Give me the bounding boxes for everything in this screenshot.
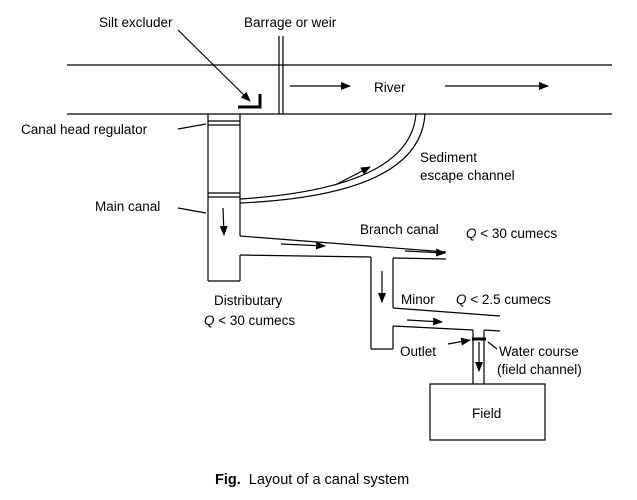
silt-excluder-label: Silt excluder [99,15,173,30]
field-label: Field [472,406,501,421]
minor-canal-horizontal [392,307,501,332]
minor-discharge-label: Q < 2.5 cumecs [456,292,551,307]
water-course-pointer [487,341,498,350]
branch-discharge-label: Q < 30 cumecs [466,226,557,241]
outlet-label: Outlet [400,344,436,359]
barrage-label: Barrage or weir [244,15,337,30]
silt-excluder-shape [238,94,262,109]
outlet-pointer [447,337,471,346]
branch-q-text: < 30 cumecs [477,226,558,241]
water-course-label-line1: Water course [499,344,579,359]
branch-canal-label: Branch canal [360,222,439,237]
sediment-flow-arrow [334,166,371,186]
minor-canal-vertical [370,257,394,350]
river-label: River [374,80,406,95]
sediment-label-line2: escape channel [420,168,515,183]
distributary-label: Distributary [214,293,283,308]
canal-head-regulator-label: Canal head regulator [21,122,148,137]
sediment-channel-outer [239,113,426,204]
branch-canal [239,235,447,260]
sediment-label-line1: Sediment [420,150,477,165]
minor-q-symbol: Q [456,292,467,307]
branch-flow-arrow-right [404,248,446,257]
sediment-channel-inner [239,113,417,200]
field-box [429,383,546,441]
canal-head-regulator [208,120,240,198]
distributary-discharge-label: Q < 30 cumecs [204,313,295,328]
minor-label: Minor [401,292,435,307]
minor-q-text: < 2.5 cumecs [467,292,552,307]
distributary-q-symbol: Q [204,313,215,328]
main-canal-label: Main canal [95,199,160,214]
figure-caption: Fig. Layout of a canal system [215,472,409,488]
branch-flow-arrow-left [280,241,326,250]
water-course-label-line2: (field channel) [497,362,582,377]
caption-prefix: Fig. [215,472,241,488]
silt-excluder-pointer [177,29,251,102]
barrage-weir [278,36,284,114]
head-regulator-pointer [177,123,207,130]
water-course [472,330,485,384]
main-canal-pointer [177,207,207,214]
main-canal-flow-arrow [219,207,228,236]
distributary-q-text: < 30 cumecs [215,313,296,328]
main-canal [207,114,241,282]
branch-q-symbol: Q [466,226,477,241]
caption-text: Layout of a canal system [249,472,409,488]
minor-flow-arrow [406,317,443,326]
